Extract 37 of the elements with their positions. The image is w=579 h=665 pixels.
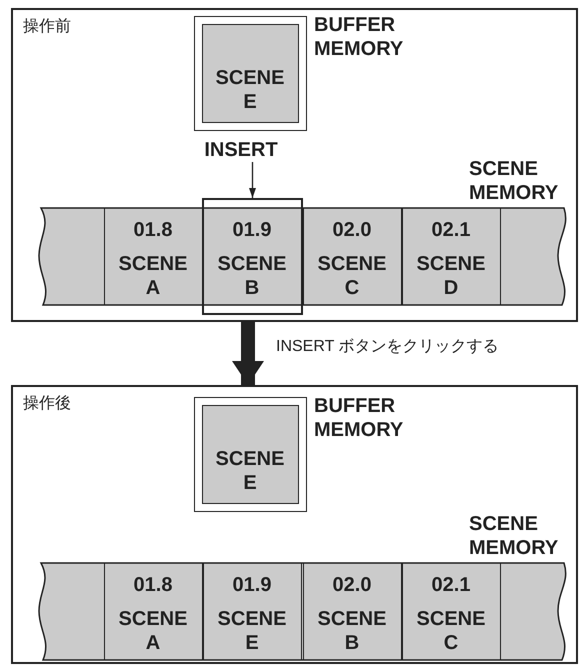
panel-frame xyxy=(11,8,578,322)
text-label: INSERT xyxy=(201,138,281,162)
scene-label: SCENE B xyxy=(316,607,388,655)
edge-label: INSERT ボタンをクリックする xyxy=(276,336,499,357)
scene-number: 02.0 xyxy=(332,218,372,242)
scene-label: SCENE A xyxy=(118,252,188,300)
panel-heading: 操作前 xyxy=(23,17,71,37)
arrow xyxy=(249,162,256,198)
scene-label: SCENE D xyxy=(416,252,486,300)
memory-cell xyxy=(303,208,402,305)
memory-label: BUFFER MEMORY xyxy=(314,394,404,442)
scene-number: 01.9 xyxy=(232,218,272,242)
memory-cell xyxy=(402,563,501,660)
scene-number: 01.9 xyxy=(232,573,272,597)
scene-label: SCENE C xyxy=(316,252,388,300)
memory-cell xyxy=(303,563,402,660)
scene-tile: SCENE E xyxy=(202,24,298,122)
scene-tile: SCENE E xyxy=(202,404,298,504)
memory-cell xyxy=(104,563,203,660)
scene-number: 01.8 xyxy=(132,573,174,597)
block-arrow xyxy=(232,322,264,385)
scene-label: SCENE C xyxy=(416,607,486,655)
highlighted-cell xyxy=(202,198,303,315)
scene-label: SCENE A xyxy=(118,607,188,655)
memory-label: BUFFER MEMORY xyxy=(314,13,404,61)
scene-number: 02.1 xyxy=(430,218,472,242)
scene-number: 02.0 xyxy=(332,573,372,597)
panel-heading: 操作後 xyxy=(23,394,71,414)
memory-label: SCENE MEMORY xyxy=(469,512,560,560)
memory-cell xyxy=(203,563,302,660)
memory-label: SCENE MEMORY xyxy=(469,157,560,205)
scene-number: 02.1 xyxy=(430,573,472,597)
panel-frame xyxy=(11,385,578,664)
scene-label: SCENE E xyxy=(216,607,288,655)
memory-cell xyxy=(402,208,501,305)
scene-number: 01.8 xyxy=(132,218,174,242)
scene-label: SCENE B xyxy=(216,252,288,300)
